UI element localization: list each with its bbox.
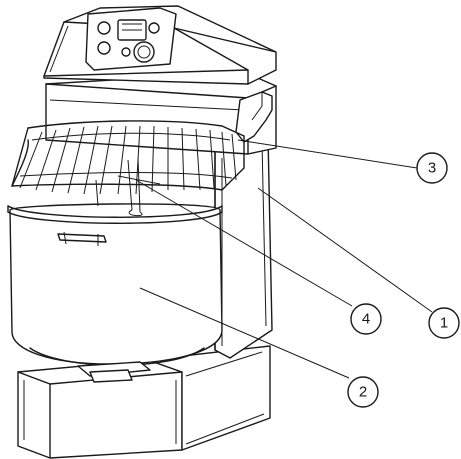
callout-label: 4 — [362, 311, 370, 328]
callout-1: 1 — [428, 307, 460, 339]
callout-circle — [350, 303, 382, 335]
callout-label: 3 — [428, 160, 436, 177]
leader-line-2 — [139, 287, 350, 379]
callout-label: 2 — [359, 384, 367, 401]
leader-line-4 — [135, 179, 353, 307]
mixing-bowl — [7, 203, 223, 383]
mixer-base — [17, 345, 271, 459]
main-dial-icon — [133, 41, 155, 63]
callout-circle — [416, 152, 448, 184]
right-top-button-icon — [148, 22, 160, 34]
callout-2: 2 — [347, 376, 379, 408]
left-bottom-knob-icon — [97, 41, 111, 55]
safety-grid — [11, 120, 245, 195]
callout-3: 3 — [416, 152, 448, 184]
leader-lines — [135, 139, 433, 379]
control-panel — [85, 7, 177, 71]
guard-handle — [235, 91, 273, 143]
callout-circle — [428, 307, 460, 339]
leader-line-3 — [237, 139, 418, 169]
callout-4: 4 — [350, 303, 382, 335]
small-button-icon — [121, 47, 131, 57]
left-top-knob-icon — [97, 21, 111, 35]
callout-label: 1 — [440, 315, 448, 332]
callout-circle — [347, 376, 379, 408]
leader-line-1 — [257, 187, 433, 313]
